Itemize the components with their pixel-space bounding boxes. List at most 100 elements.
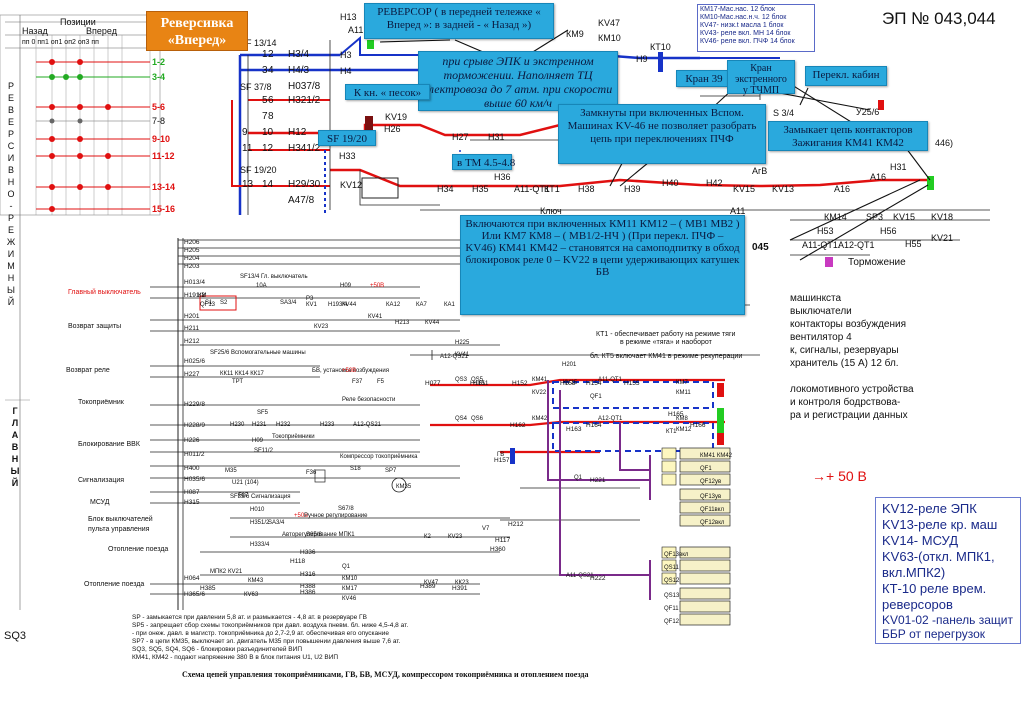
component-label: Н233 [320,422,335,428]
wire-label: Н153 [560,380,576,387]
component-label: F5 [377,379,385,385]
top-legend-item: КМ17-Мас.нас. 12 блок [700,6,775,13]
component-label: КМ43 [248,578,264,584]
wire-label: Н227 [184,371,200,378]
wire-label: SF 13/14 [240,38,277,48]
wire-label: SF 37/8 [240,82,272,92]
wire-label: Н151 [473,380,489,387]
component-label: SF13/4 Гл. выключатель [240,274,308,280]
positions-header: Позиции [60,17,96,27]
component-label: КТ1 [666,429,677,435]
component-label: QS13 [664,593,680,599]
component-label: Р3 [306,296,314,302]
component-label: КV21 [228,569,243,575]
terminal-number: 8 [268,111,274,122]
component-label: ГВ [497,452,505,458]
wire-label: Н42 [706,178,723,188]
component-label: S1 [205,300,213,306]
wire-label: КМ9 [566,29,584,39]
wire-label: Н386 [300,589,316,596]
wire-label: Н211 [184,325,200,332]
component-label: КМ [198,293,207,299]
inset-note: КТ1 - обеспечивает работу на режиме тяги [596,331,736,338]
wire-label: Н55 [905,239,922,249]
terminal-number: 9 [242,127,248,138]
wire-label: Н12 [288,127,307,138]
component-label: Токоприёмники [272,434,315,440]
wire-label: Н229/8 [184,401,205,408]
component-label: КV44 [342,302,357,308]
wire-label: Н152 [512,380,528,387]
inset-section-label: МСУД [90,499,110,506]
component-label: +50В [342,368,357,374]
terminal-number: 12 [262,143,274,154]
wire-label: SF 19/20 [240,165,277,175]
inset-section-label: Отопление поезда [108,546,169,553]
inset-section-label: Блок выключателей пульта управления [88,516,153,533]
component-label: SA3/4 [268,520,285,526]
top-legend-item: КV46- реле вкл. ПЧФ 14 блок [700,38,795,45]
wire-label: Н117 [495,537,511,544]
position-row-5-6: 5-6 [152,102,166,112]
wire-label: Н221 [590,477,606,484]
top-legend: КМ17-Мас.нас. 12 блок КМ10-Мас.нас.н.ч. … [697,4,815,52]
component-label: U21 (104) [232,480,259,486]
note-line: SQ3, SQ5, SQ4, SQ6 - блокировки разъедин… [132,646,302,653]
component-label: Н232 [276,422,291,428]
component-label: КV15 [563,380,578,386]
wire-label: КМ10 [598,33,621,43]
component-label: КV44 [425,320,440,326]
component-label: КМ8 [676,416,688,422]
callout-tm: в ТМ 4.5-4.8 [452,154,515,170]
component-label: МПК2 [210,569,227,575]
wire-label: Н163 [566,426,582,433]
wire-label: Н212 [508,521,524,528]
component-label: QS5 [471,377,484,383]
positions-forward: Вперед [86,26,117,36]
component-label: Н333/4 [250,542,270,548]
component-label: V7 [482,526,490,532]
wire-label: Н400 [184,465,200,472]
right-text-line: контакторы возбуждения [790,319,906,330]
callout-reversor: РЕВЕРСОР ( в передней тележке « Вперед »… [364,3,554,39]
wire-label: Н077 [425,380,441,387]
wire-label: Н204 [184,255,200,262]
bottom-legend-item: KV01-02 -панель защит ББР от перегрузок [882,613,1013,641]
component-label: QF11вкл [700,507,724,513]
terminal-number: 10 [262,127,274,138]
component-label: Н193/4 [328,302,348,308]
component-label: КV41 [368,314,383,320]
wire-label: Н3 [340,50,352,60]
wire-label: KV15 [733,184,756,194]
wire-label: КТ1 [544,184,560,194]
component-label: КV46 [342,596,357,602]
bottom-legend-item: KV12-реле ЭПК [882,501,977,516]
wire-label: А16 [870,172,887,182]
wire-label: Н226 [184,437,200,444]
right-text-line: выключатели [790,306,852,317]
position-row-9-10: 9-10 [152,134,171,144]
wire-label: КМ14 [824,212,847,222]
wire-label: Н391 [452,585,468,592]
inset-section-label: Возврат реле [66,367,110,374]
wire-label: А11-QT1. [802,240,841,250]
right-text-line: к, сигналы, резервуары [790,345,899,356]
position-grid [0,14,161,610]
wire-label: Н31 [488,132,505,142]
position-row-3-4: 3-4 [152,72,166,82]
component-label: Н231 [252,422,267,428]
component-label: Н230 [230,422,245,428]
right-text-line: локомотивного устройства [790,384,914,395]
component-label: КК23 [455,580,469,586]
inset-section-label: Отопление поезда [84,581,145,588]
wire-label: Ключ [540,206,562,216]
component-label: SF35/6 Сигнализация [230,494,291,500]
note-line: SP5 - запрещает сбор схемы токоприёмнико… [132,622,409,629]
component-label: +50В [370,283,385,289]
component-label: SF25/6 Вспомогательные машины [210,350,306,356]
wire-label: 446) [935,138,954,148]
component-label: КМ35 [396,484,412,490]
component-label: КV23 [314,324,329,330]
wire-label: Н035/6 [184,476,205,483]
